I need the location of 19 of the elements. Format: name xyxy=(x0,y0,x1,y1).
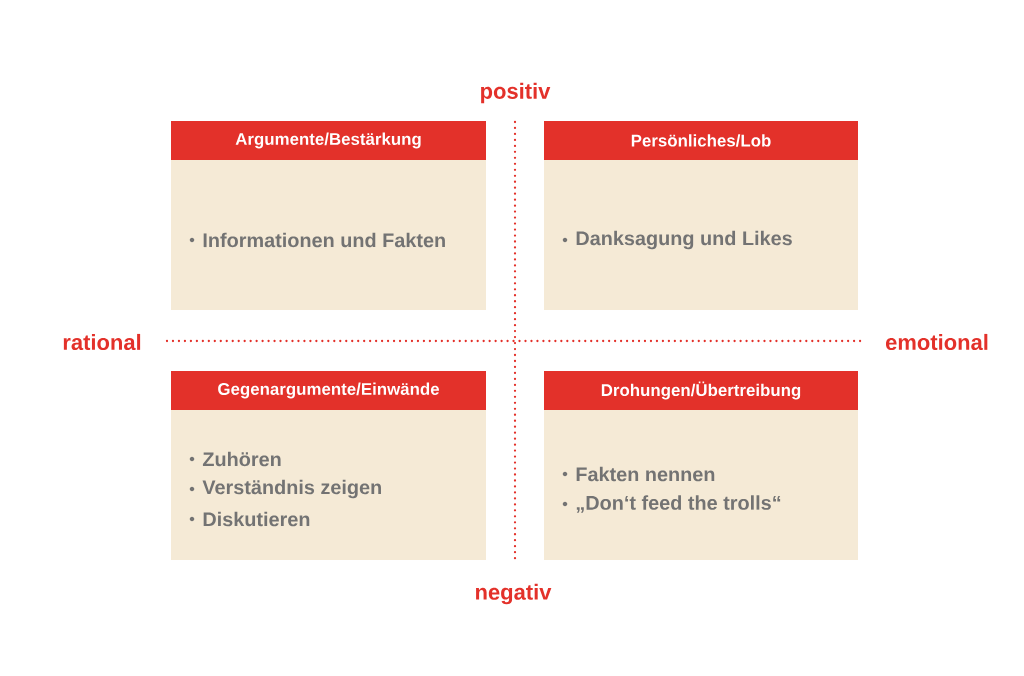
list-item: Fakten nennen xyxy=(576,466,715,482)
list-item: Verständnis zeigen xyxy=(202,479,381,499)
axis-label: emotional xyxy=(886,333,988,351)
card-title: Drohungen/Übertreibung xyxy=(601,381,801,400)
card-title: Gegenargumente/Einwände xyxy=(218,382,439,399)
card xyxy=(544,121,858,310)
card xyxy=(171,121,486,310)
list-item: Zuhören xyxy=(202,451,281,467)
card xyxy=(544,371,858,560)
card xyxy=(171,371,486,560)
list-item: Danksagung und Likes xyxy=(576,230,792,250)
list-item: „Don‘t feed the trolls“ xyxy=(576,495,781,513)
list-item: Diskutieren xyxy=(203,511,310,527)
card-title: Persönliches/Lob xyxy=(631,134,771,147)
axis-label: rational xyxy=(63,333,141,351)
card-title: Argumente/Bestärkung xyxy=(235,132,421,149)
list-item: Informationen und Fakten xyxy=(203,232,445,248)
axis-label: negativ xyxy=(476,583,552,605)
axis-label: positiv xyxy=(481,82,551,104)
